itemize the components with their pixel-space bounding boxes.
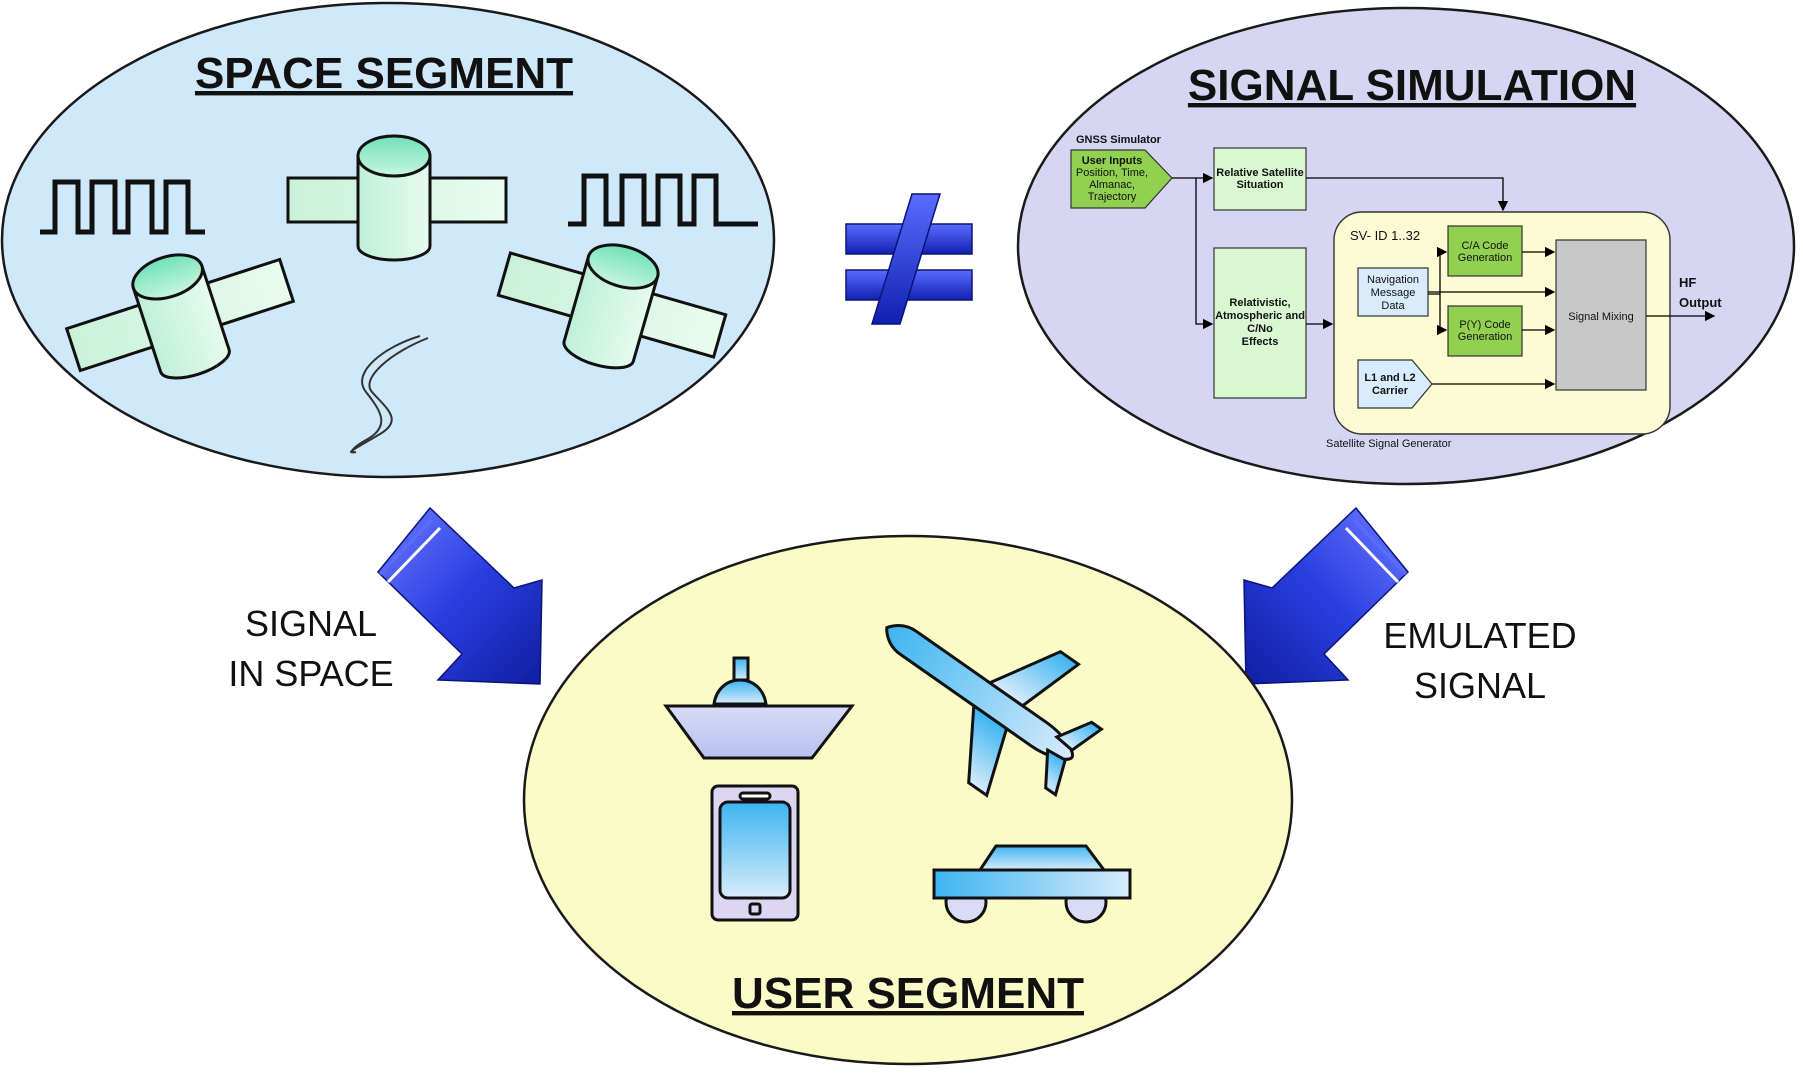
effects-line-1: Relativistic, — [1229, 297, 1290, 309]
hf-output-line-2: Output — [1679, 295, 1722, 310]
emulated-signal-line-1: EMULATED — [1383, 615, 1576, 656]
nav-message-line-1: Navigation — [1367, 274, 1419, 286]
emulated-signal-line-2: SIGNAL — [1414, 665, 1546, 706]
satellite-icon — [286, 134, 508, 262]
ca-code-block: C/A Code Generation — [1447, 225, 1523, 277]
block-connectors — [1172, 172, 1716, 390]
user-segment-ellipse — [522, 534, 1294, 1066]
nav-message-line-3: Data — [1381, 300, 1405, 312]
effects-line-3: C/No — [1247, 323, 1273, 335]
sv-id-label: SV- ID 1..32 — [1350, 228, 1420, 243]
smartphone-icon — [710, 784, 800, 922]
space-segment-title: SPACE SEGMENT — [195, 49, 573, 98]
signal-mixing-label: Signal Mixing — [1568, 311, 1633, 323]
py-code-block: P(Y) Code Generation — [1447, 305, 1523, 357]
signal-mixing-block: Signal Mixing — [1555, 239, 1647, 391]
satellite-icon — [64, 253, 296, 380]
ca-code-line-2: Generation — [1458, 252, 1512, 264]
user-inputs-line-2: Position, Time, — [1076, 167, 1148, 179]
ship-icon — [663, 656, 856, 760]
nav-message-line-2: Message — [1371, 287, 1416, 299]
user-segment: USER SEGMENT — [522, 534, 1294, 1066]
space-segment: SPACE SEGMENT — [0, 1, 776, 479]
effects-line-2: Atmospheric and — [1215, 310, 1305, 322]
user-inputs-line-1: User Inputs — [1082, 155, 1143, 167]
py-code-line-1: P(Y) Code — [1459, 319, 1510, 331]
signal-simulation: SIGNAL SIMULATION GNSS Simulator User In… — [1016, 6, 1796, 486]
gnss-simulator-label: GNSS Simulator — [1076, 134, 1162, 146]
effects-block: Relativistic, Atmospheric and C/No Effec… — [1213, 247, 1307, 399]
carrier-line-2: Carrier — [1372, 385, 1409, 397]
carrier-block: L1 and L2 Carrier — [1357, 359, 1433, 409]
arrow-down-right-icon — [370, 506, 543, 685]
user-inputs-block: User Inputs Position, Time, Almanac, Tra… — [1070, 149, 1173, 209]
satellite-icon — [496, 243, 728, 370]
orbit-curve-icon — [350, 335, 429, 454]
py-code-line-2: Generation — [1458, 331, 1512, 343]
satellite-signal-generator: SV- ID 1..32 Satellite Signal Generator … — [1326, 211, 1671, 450]
car-icon — [932, 844, 1132, 924]
signal-simulation-title: SIGNAL SIMULATION — [1188, 61, 1636, 110]
arrow-down-left-icon — [1243, 506, 1416, 685]
satellite-signal-generator-label: Satellite Signal Generator — [1326, 438, 1452, 450]
user-segment-title: USER SEGMENT — [732, 969, 1084, 1018]
square-wave-icon — [568, 173, 758, 227]
relative-satellite-line-1: Relative Satellite — [1216, 167, 1303, 179]
relative-satellite-line-2: Situation — [1236, 179, 1283, 191]
airplane-icon — [885, 624, 1105, 798]
carrier-line-1: L1 and L2 — [1364, 372, 1415, 384]
user-inputs-line-4: Trajectory — [1088, 191, 1137, 203]
user-inputs-line-3: Almanac, — [1089, 179, 1135, 191]
ca-code-line-1: C/A Code — [1461, 240, 1508, 252]
square-wave-icon — [40, 179, 205, 235]
effects-line-4: Effects — [1242, 336, 1279, 348]
signal-in-space-line-1: SIGNAL — [245, 603, 377, 644]
relative-satellite-block: Relative Satellite Situation — [1213, 147, 1307, 211]
not-equal-icon — [845, 193, 973, 325]
signal-in-space-line-2: IN SPACE — [228, 653, 393, 694]
nav-message-block: Navigation Message Data — [1357, 267, 1429, 317]
hf-output-line-1: HF — [1679, 275, 1696, 290]
